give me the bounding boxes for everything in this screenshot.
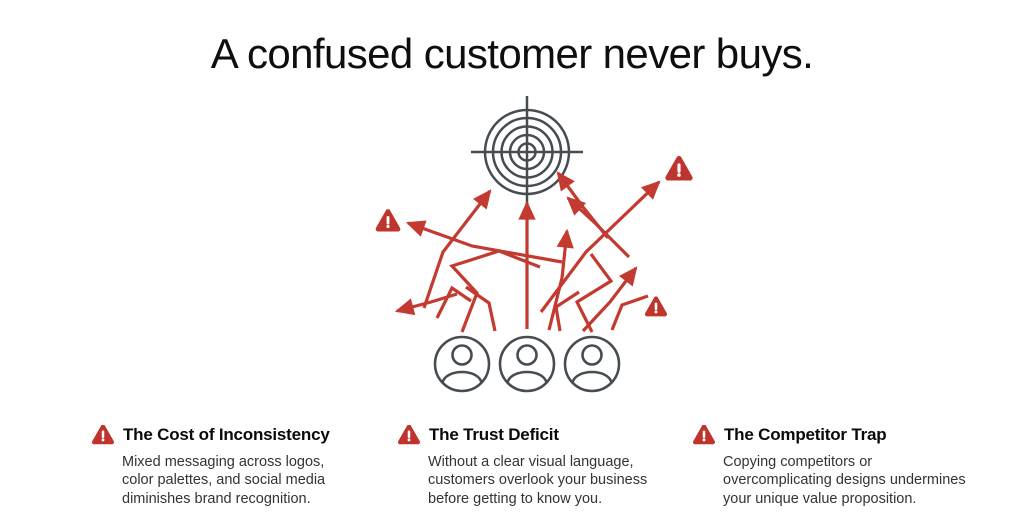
warning-triangle-icon [92, 425, 114, 445]
column-trust-deficit: The Trust Deficit Without a clear visual… [398, 424, 683, 508]
customer-icon [563, 335, 621, 393]
tangled-arrows [394, 171, 661, 333]
key-points: The Cost of Inconsistency Mixed messagin… [0, 424, 1024, 518]
customer-icon [498, 335, 556, 393]
warning-triangle-icon [693, 425, 715, 445]
column-cost-of-inconsistency: The Cost of Inconsistency Mixed messagin… [92, 424, 377, 508]
warning-marker-icon [647, 299, 665, 315]
column-body: Without a clear visual language, custome… [428, 454, 648, 507]
customer-icon [433, 335, 491, 393]
column-body: Mixed messaging across logos, color pale… [122, 454, 326, 507]
page-title: A confused customer never buys. [210, 30, 814, 77]
warning-triangle-icon [398, 425, 420, 445]
warning-marker-icon [668, 159, 690, 178]
column-heading: The Cost of Inconsistency [123, 425, 330, 444]
column-heading: The Competitor Trap [724, 425, 887, 444]
column-competitor-trap: The Competitor Trap Copying competitors … [693, 424, 998, 508]
column-body: Copying competitors or overcomplicating … [723, 454, 966, 507]
target-icon [471, 96, 583, 208]
column-heading: The Trust Deficit [429, 425, 559, 444]
warning-marker-icon [378, 212, 398, 230]
